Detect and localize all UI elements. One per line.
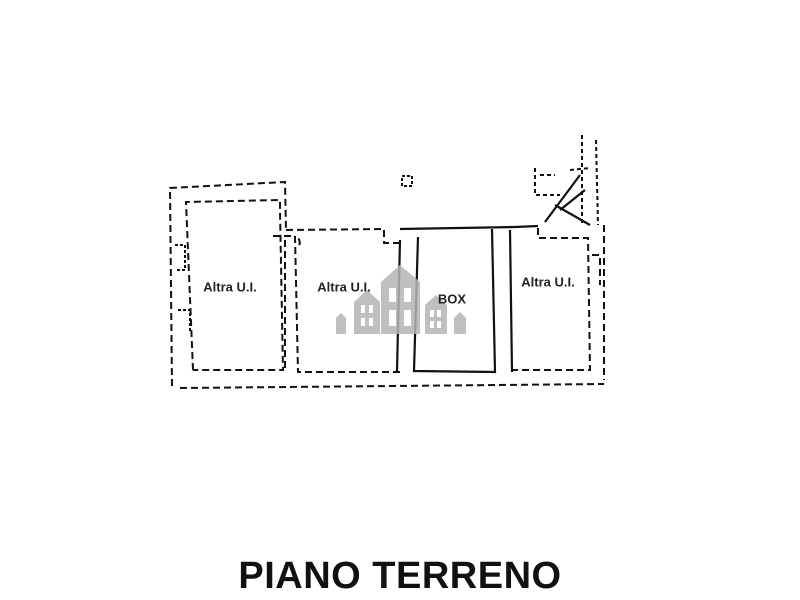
- watermark-windows: [361, 288, 441, 328]
- dashed-walls: [168, 135, 605, 389]
- room-label-altra-ui-2: Altra U.I.: [317, 279, 371, 295]
- room-label-altra-ui-1: Altra U.I.: [203, 279, 257, 295]
- floor-title: PIANO TERRENO: [238, 555, 562, 597]
- solid-walls: [395, 174, 591, 374]
- room-label-box: BOX: [437, 291, 467, 307]
- room-label-altra-ui-3: Altra U.I.: [521, 274, 575, 290]
